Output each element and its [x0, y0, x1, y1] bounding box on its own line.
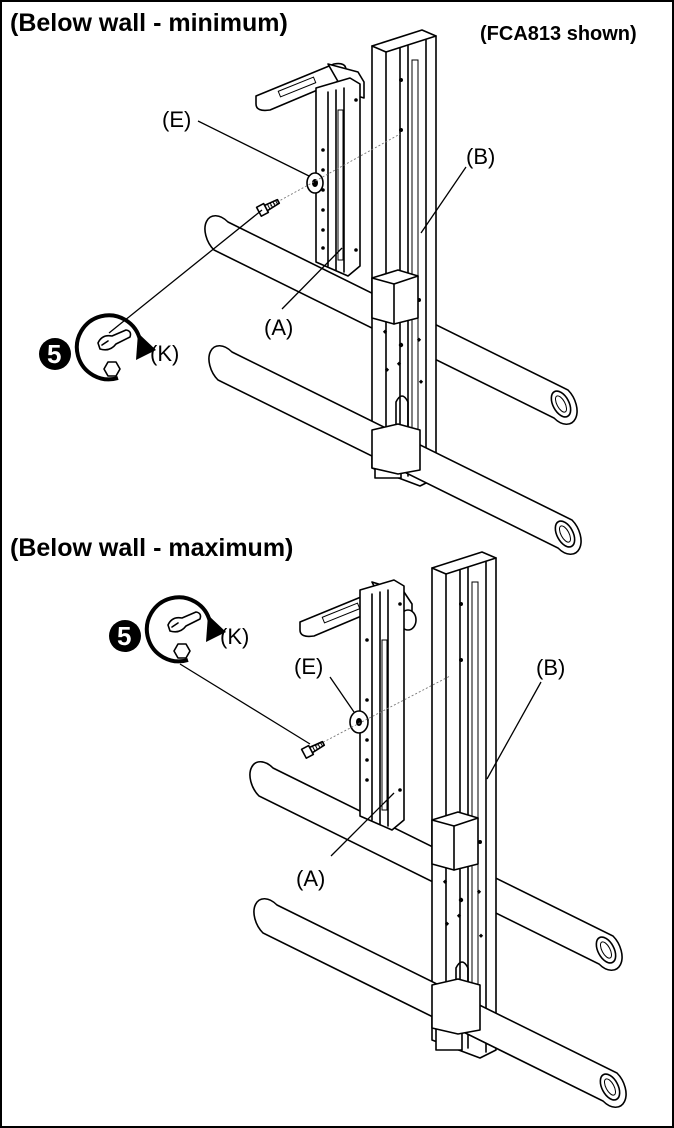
- leader-e: [329, 676, 355, 713]
- washer-hole: [356, 718, 362, 726]
- leader-e: [197, 120, 310, 177]
- lower-clamp: [371, 423, 421, 475]
- label-k: (K): [150, 341, 179, 366]
- wrench-tighten-icon: [74, 313, 156, 382]
- leader-b: [420, 166, 467, 234]
- lower-clamp: [431, 978, 481, 1035]
- leader-a: [330, 792, 395, 857]
- slider-a: [315, 77, 361, 277]
- step-badge: [39, 338, 71, 370]
- label-b: (B): [536, 655, 565, 680]
- slider-a: [359, 579, 405, 831]
- leader-b: [486, 681, 542, 780]
- washer-hole: [312, 179, 318, 187]
- screw: [300, 740, 326, 759]
- leader-screw: [179, 663, 311, 745]
- panel-maximum: (Below wall - maximum): [10, 534, 627, 1109]
- label-a: (A): [264, 315, 293, 340]
- panel-title: (Below wall - minimum): [10, 9, 288, 37]
- panel-title: (Below wall - maximum): [10, 534, 293, 562]
- leader-a: [281, 247, 343, 310]
- label-a: (A): [296, 866, 325, 891]
- panel-minimum: (Below wall - minimum) (FCA813 shown): [10, 9, 637, 556]
- step-number: 5: [47, 339, 61, 369]
- wrench-tighten-icon: [144, 595, 226, 664]
- step-number: 5: [117, 621, 131, 651]
- label-e: (E): [294, 654, 323, 679]
- model-note: (FCA813 shown): [480, 23, 637, 45]
- wall-plate-b: [431, 551, 497, 1059]
- screw: [255, 198, 281, 217]
- label-b: (B): [466, 144, 495, 169]
- wall-plate-b: [371, 29, 437, 487]
- step-badge: [109, 620, 141, 652]
- label-k: (K): [220, 624, 249, 649]
- leader-screw: [108, 209, 263, 334]
- label-e: (E): [162, 107, 191, 132]
